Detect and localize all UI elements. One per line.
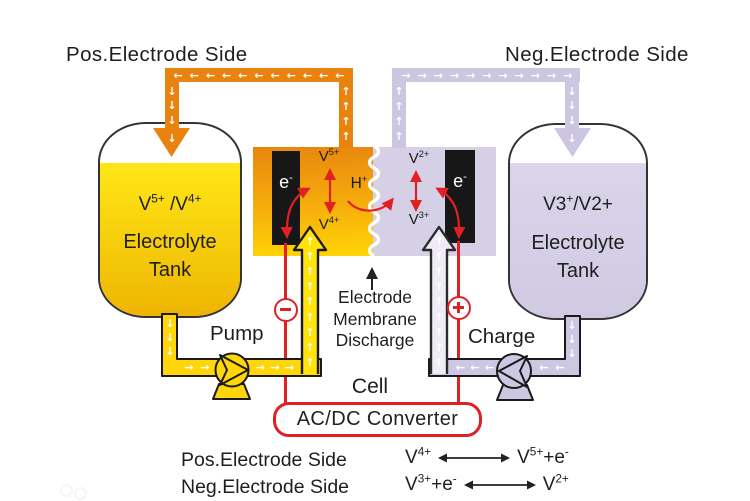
flow-arrows: →→ (184, 360, 210, 374)
pos-electrode-side-title: Pos.Electrode Side (66, 43, 248, 66)
neg-return-pipe-horizontal (392, 68, 580, 82)
negative-electrode (445, 150, 475, 243)
plus-terminal-icon (447, 296, 471, 320)
cell-label: Cell (351, 375, 389, 398)
pos-tank-name-line1: Electrolyte (123, 231, 217, 253)
ion-v4-label: V4+ (318, 215, 340, 233)
membrane-caption-line3: Discharge (335, 330, 415, 350)
legend-pos-side-label: Pos.Electrode Side (181, 449, 347, 471)
legend-neg-side-label: Neg.Electrode Side (181, 476, 350, 498)
neg-tank-name-line2: Tank (556, 260, 600, 282)
pos-electrolyte-tank (98, 122, 242, 318)
neg-reaction-lhs: V3++e- (405, 472, 457, 495)
pump-left-icon (212, 352, 251, 400)
ion-v5-label: V5+ (318, 147, 340, 165)
neg-tank-ions-label: V3+/V2+ (543, 192, 613, 215)
watermark (58, 482, 98, 500)
proton-label: H+ (350, 173, 368, 192)
ion-v2-label: V2+ (408, 149, 430, 167)
plus-sign-v (457, 302, 460, 313)
membrane-caption-line1: Electrode (338, 287, 412, 307)
pos-return-pipe-down (165, 68, 179, 128)
charge-label: Charge (468, 325, 536, 348)
pos-reaction-equation: V4+ V5++e- (405, 445, 569, 469)
neg-tank-name-line1: Electrolyte (531, 232, 625, 254)
neg-electrolyte-tank (508, 123, 648, 320)
electron-label-right: e- (453, 171, 467, 191)
tank-liquid (510, 163, 646, 318)
ac-dc-converter-box: AC/DC Converter (273, 402, 482, 437)
pos-return-pipe-horizontal (165, 68, 353, 82)
flow-arrows: ↓↓↓ (165, 316, 175, 358)
tank-liquid (100, 163, 240, 316)
minus-sign (280, 308, 291, 311)
pos-tank-ions-label: V5+ /V4+ (138, 192, 202, 215)
negative-wire (457, 241, 460, 403)
membrane-caption-line2: Membrane (333, 308, 417, 329)
membrane-caption: Electrode Membrane Discharge (319, 287, 431, 352)
flow-arrows: ←← (539, 360, 565, 374)
neg-return-pipe-down (565, 68, 579, 128)
pump-label: Pump (210, 322, 264, 345)
ion-v3-label: V3+ (408, 210, 430, 228)
flow-arrows: →→→ (255, 360, 295, 374)
electron-label-left: e- (279, 172, 293, 192)
converter-label: AC/DC Converter (296, 408, 459, 430)
flow-arrows: ↓↓↓ (567, 318, 577, 360)
reversible-arrow-icon (438, 453, 511, 463)
pump-right-icon (496, 353, 534, 401)
neg-electrode-side-title: Neg.Electrode Side (505, 43, 689, 66)
positive-wire (284, 243, 287, 403)
positive-electrode (272, 151, 300, 245)
minus-terminal-icon (274, 298, 298, 322)
pos-tank-name-line2: Tank (148, 259, 192, 281)
pos-return-pipe-up-from-cell (339, 68, 353, 148)
neg-reaction-rhs: V2+ (542, 472, 569, 495)
neg-reaction-equation: V3++e- V2+ (405, 472, 569, 496)
reversible-arrow-icon (463, 480, 536, 490)
pos-reaction-lhs: V4+ (405, 445, 432, 468)
pos-reaction-rhs: V5++e- (517, 445, 569, 468)
neg-return-pipe-up-from-cell (392, 68, 406, 148)
